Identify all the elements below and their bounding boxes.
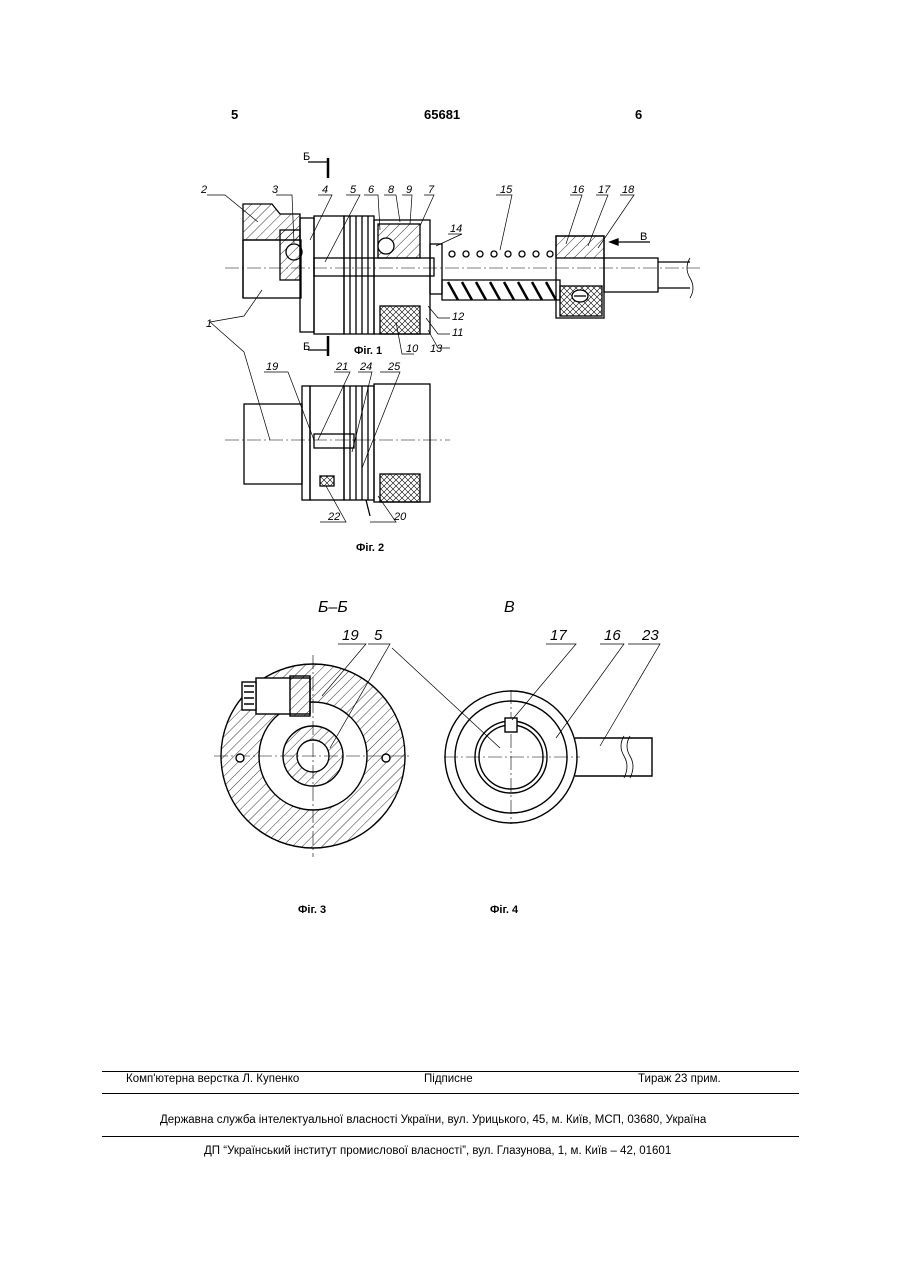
svg-text:14: 14: [450, 223, 462, 235]
svg-text:16: 16: [572, 184, 585, 196]
svg-text:17: 17: [550, 627, 567, 644]
svg-text:3: 3: [272, 184, 279, 196]
svg-text:5: 5: [350, 184, 357, 196]
svg-text:24: 24: [359, 361, 372, 373]
svg-text:20: 20: [393, 511, 407, 523]
footer-layout-credit: Комп'ютерна верстка Л. Купенко: [126, 1073, 299, 1085]
figure-1: [207, 158, 700, 440]
footer-signed: Підписне: [424, 1073, 473, 1085]
svg-text:21: 21: [335, 361, 348, 373]
svg-text:8: 8: [388, 184, 395, 196]
figure-4-labels: В 17 16 23: [504, 599, 659, 644]
svg-text:18: 18: [622, 184, 635, 196]
svg-text:16: 16: [604, 627, 621, 644]
footer-middle-rule: [102, 1093, 799, 1094]
svg-text:19: 19: [342, 627, 359, 644]
figure-4: [392, 644, 660, 824]
figure-3-labels: Б–Б 19 5: [318, 599, 383, 644]
svg-text:2: 2: [200, 184, 207, 196]
patent-drawing: 234 568 9715 161718 141 1211 1310 Б Б В: [0, 0, 901, 960]
footer-bottom-rule: [102, 1136, 799, 1137]
svg-text:Б: Б: [303, 341, 310, 353]
svg-text:17: 17: [598, 184, 611, 196]
svg-text:1: 1: [206, 318, 212, 330]
caption-fig-2: Фіг. 2: [356, 542, 384, 554]
footer-institute-line: ДП “Український інститут промислової вла…: [204, 1145, 671, 1157]
svg-text:13: 13: [430, 343, 443, 355]
svg-text:В: В: [504, 599, 515, 616]
caption-fig-4: Фіг. 4: [490, 904, 518, 916]
svg-text:12: 12: [452, 311, 464, 323]
svg-text:Б–Б: Б–Б: [318, 599, 348, 616]
figure-2: [225, 372, 450, 522]
svg-text:19: 19: [266, 361, 278, 373]
caption-fig-1: Фіг. 1: [354, 345, 382, 357]
svg-text:4: 4: [322, 184, 328, 196]
figure-3: [214, 644, 412, 857]
caption-fig-3: Фіг. 3: [298, 904, 326, 916]
footer-top-rule: [102, 1071, 799, 1072]
svg-text:7: 7: [428, 184, 435, 196]
svg-text:5: 5: [374, 627, 383, 644]
svg-text:23: 23: [641, 627, 659, 644]
footer-office-line: Державна служба інтелектуальної власност…: [160, 1114, 706, 1126]
footer-print-run: Тираж 23 прим.: [638, 1073, 721, 1085]
svg-text:В: В: [640, 231, 647, 243]
svg-text:6: 6: [368, 184, 375, 196]
svg-text:22: 22: [327, 511, 340, 523]
svg-text:25: 25: [387, 361, 401, 373]
svg-text:9: 9: [406, 184, 412, 196]
svg-text:11: 11: [452, 327, 463, 339]
svg-text:Б: Б: [303, 151, 310, 163]
svg-text:15: 15: [500, 184, 513, 196]
svg-text:10: 10: [406, 343, 419, 355]
